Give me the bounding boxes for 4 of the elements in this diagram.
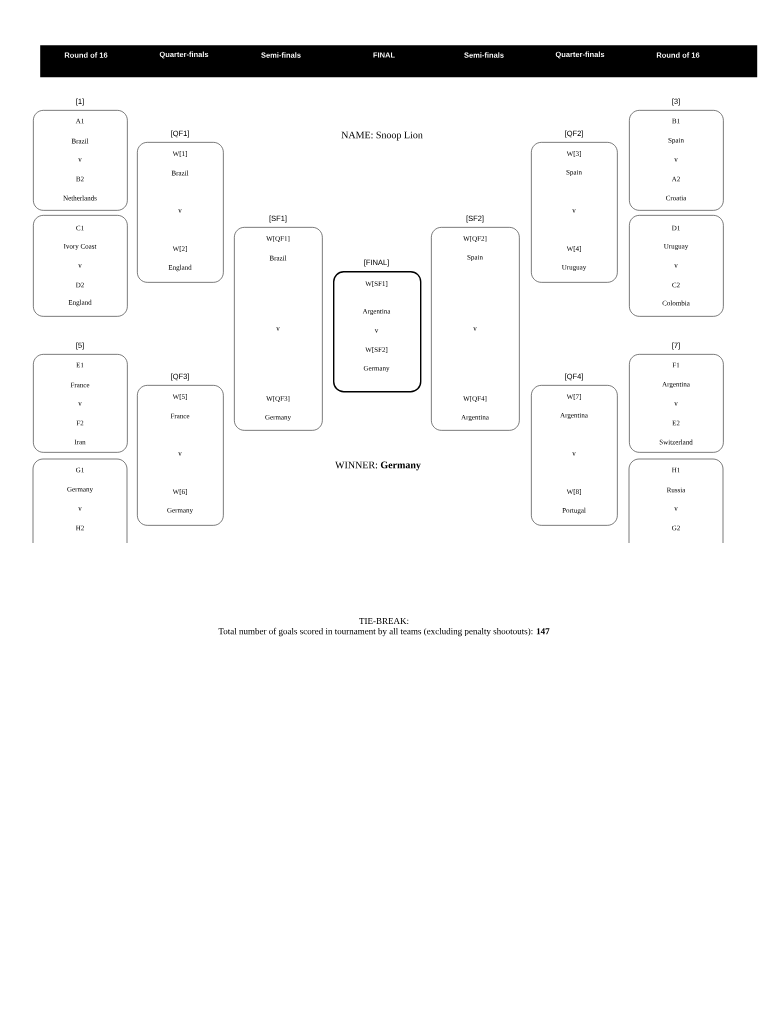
tie-break-text: Total number of goals scored in tournament by all teams (excluding penalty shootouts): 147 (218, 627, 550, 637)
tie-break-heading: TIE-BREAK: (359, 617, 409, 625)
winner-text: WINNER: Germany (335, 461, 421, 471)
name-text: NAME: Snoop Lion (341, 131, 423, 141)
